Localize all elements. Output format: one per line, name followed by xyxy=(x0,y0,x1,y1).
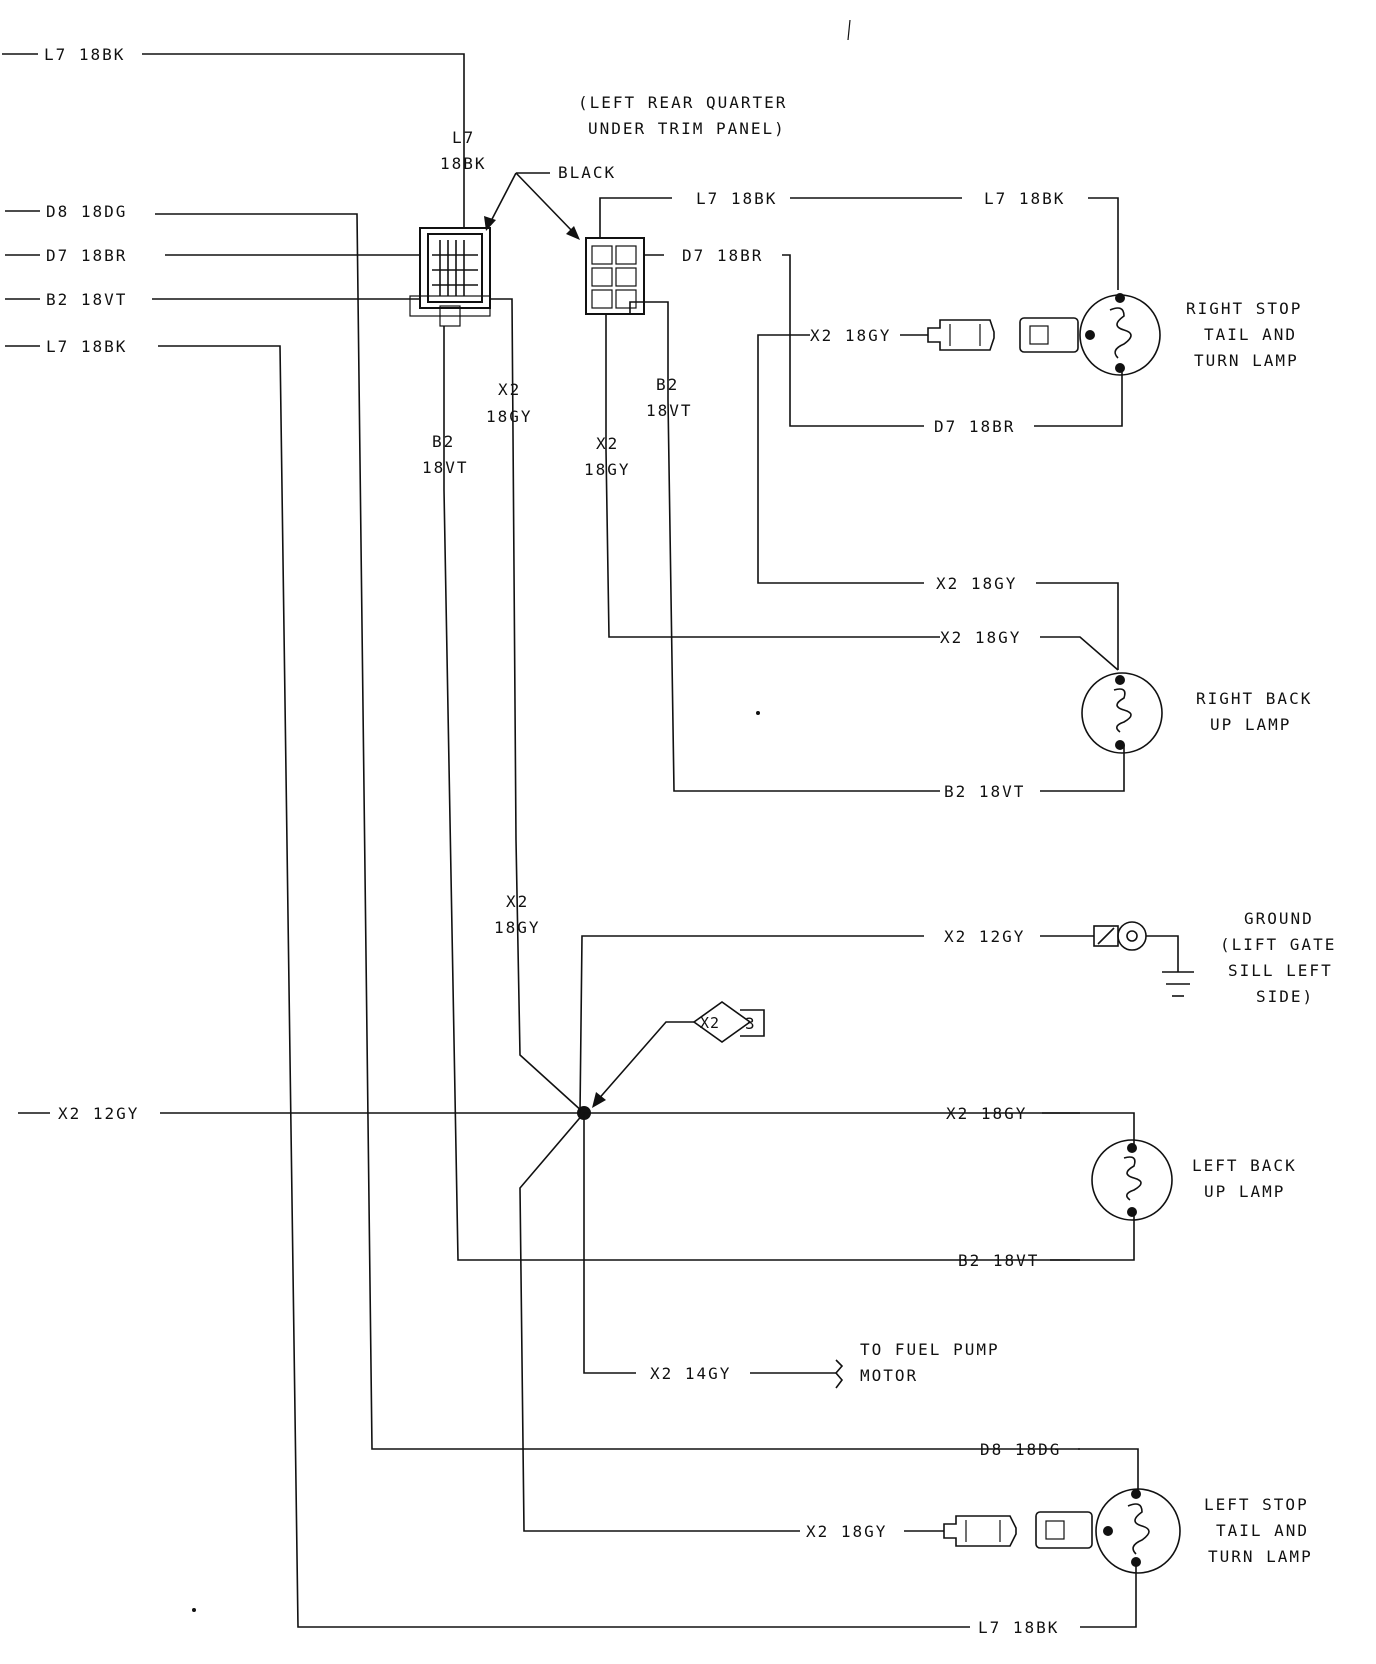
input-wire-x2-12gy: X2 12GY xyxy=(18,1104,584,1123)
right-backup-b2-wire-label: B2 18VT xyxy=(944,782,1025,801)
left-backup-lamp: X2 18GY B2 18VT LEFT BACK UP LAMP xyxy=(946,1104,1297,1270)
ground-label-line-2: (LIFT GATE xyxy=(1220,935,1336,954)
connector-b-l7-wire-label: L7 18BK xyxy=(696,189,777,208)
connector-b-b2-wire-label-1: B2 xyxy=(656,375,679,394)
right-stop-pigtail-connector xyxy=(927,319,995,351)
left-stop-lamp-label-line-3: TURN LAMP xyxy=(1208,1547,1313,1566)
splice-id-diamond xyxy=(692,1001,752,1043)
fuel-pump-label-line-2: MOTOR xyxy=(860,1366,918,1385)
ground-label-line-4: SIDE) xyxy=(1256,987,1314,1006)
right-stop-l7-wire-label: L7 18BK xyxy=(984,189,1065,208)
input-wire-d8: D8 18DG xyxy=(5,202,1080,1450)
connector-b-x2-wire-label-2: 18GY xyxy=(584,460,631,479)
connector-a-b2-wire-label-2: 18VT xyxy=(422,458,469,477)
left-stop-pigtail-connector xyxy=(943,1515,1017,1547)
right-backup-lamp-label-line-2: UP LAMP xyxy=(1210,715,1291,734)
location-note-line-1: (LEFT REAR QUARTER xyxy=(578,93,787,112)
splice-upper-wire-label-1: X2 xyxy=(506,892,529,911)
right-stop-lamp-label-line-2: TAIL AND xyxy=(1204,325,1297,344)
ground-label-line-3: SILL LEFT xyxy=(1228,961,1333,980)
left-backup-lamp-label-line-2: UP LAMP xyxy=(1204,1182,1285,1201)
wire-label-l7-18bk-top: L7 18BK xyxy=(44,45,125,64)
input-wire-d7: D7 18BR xyxy=(5,246,438,265)
left-stop-lamp-socket-tab xyxy=(1035,1511,1093,1549)
input-wire-l7-bottom: L7 18BK xyxy=(5,337,970,1628)
ground-wire-label: X2 12GY xyxy=(944,927,1025,946)
left-stop-x2-wire-label: X2 18GY xyxy=(806,1522,887,1541)
right-backup-lamp: X2 18GY X2 18GY B2 18VT RIGHT BACK UP LA… xyxy=(936,574,1312,801)
connector-a-b2-wire-label-1: B2 xyxy=(432,432,455,451)
connector-b: L7 18BK D7 18BR X2 18GY B2 18VT xyxy=(584,189,940,792)
connector-b-b2-wire-label-2: 18VT xyxy=(646,401,693,420)
right-stop-d7-wire-label: D7 18BR xyxy=(934,417,1015,436)
input-wire-l7-top: L7 18BK xyxy=(2,45,465,235)
wire-label-x2-12gy-left: X2 12GY xyxy=(58,1104,139,1123)
right-stop-lamp-label-line-1: RIGHT STOP xyxy=(1186,299,1302,318)
left-stop-lamp-label-line-1: LEFT STOP xyxy=(1204,1495,1309,1514)
fuel-pump-break-symbol xyxy=(834,1359,844,1389)
location-note-line-2: UNDER TRIM PANEL) xyxy=(588,119,786,138)
input-wire-b2: B2 18VT xyxy=(5,290,438,309)
left-backup-lamp-label-line-1: LEFT BACK xyxy=(1192,1156,1297,1175)
connector-b-d7-wire-label: D7 18BR xyxy=(682,246,763,265)
right-backup-lamp-label-line-1: RIGHT BACK xyxy=(1196,689,1312,708)
connector-color-callout: BLACK xyxy=(484,163,616,240)
left-stop-l7-wire-label: L7 18BK xyxy=(978,1618,1059,1637)
left-stop-tail-turn-lamp: D8 18DG X2 18GY L7 18BK LEFT STOP TAIL A… xyxy=(806,1440,1313,1637)
connector-a-top-wire-label-2: 18BK xyxy=(440,154,487,173)
ground-lift-gate-sill: X2 12GY GROUND (LIFT GATE SILL LEFT SIDE… xyxy=(944,909,1336,1006)
left-backup-b2-wire-label: B2 18VT xyxy=(958,1251,1039,1270)
connector-a-top-wire-label-1: L7 xyxy=(452,128,475,147)
right-backup-x2-wire-a-label: X2 18GY xyxy=(936,574,1017,593)
left-stop-lamp-label-line-2: TAIL AND xyxy=(1216,1521,1309,1540)
fuel-pump-label-line-1: TO FUEL PUMP xyxy=(860,1340,1000,1359)
left-stop-lamp-bulb xyxy=(1095,1488,1181,1574)
scan-specks xyxy=(192,19,851,1612)
ground-label-line-1: GROUND xyxy=(1244,909,1314,928)
right-stop-lamp-label-line-3: TURN LAMP xyxy=(1194,351,1299,370)
splice-number-label: 3 xyxy=(745,1014,757,1033)
connector-a: L7 18BK X2 18GY B2 18VT xyxy=(409,128,1080,1261)
connector-color-label: BLACK xyxy=(558,163,616,182)
right-stop-tail-turn-lamp: L7 18BK D7 18BR X2 18GY RIGHT STOP TAIL … xyxy=(757,189,1302,584)
connector-a-x2-wire-label-1: X2 xyxy=(498,380,521,399)
right-backup-lamp-bulb xyxy=(1081,672,1163,754)
right-backup-x2-wire-b-label: X2 18GY xyxy=(940,628,1021,647)
splice-x2: X2 18GY X2 3 xyxy=(494,892,1080,1532)
wire-label-d7-18br: D7 18BR xyxy=(46,246,127,265)
left-backup-lamp-bulb xyxy=(1091,1139,1173,1221)
wire-label-b2-18vt: B2 18VT xyxy=(46,290,127,309)
right-stop-x2-wire-label: X2 18GY xyxy=(810,326,891,345)
wire-label-l7-18bk-bottom: L7 18BK xyxy=(46,337,127,356)
left-backup-x2-wire-label: X2 18GY xyxy=(946,1104,1027,1123)
connector-a-x2-wire-label-2: 18GY xyxy=(486,407,533,426)
right-stop-lamp-socket-tab xyxy=(1019,317,1079,353)
left-stop-d8-wire-label: D8 18DG xyxy=(980,1440,1061,1459)
fuel-pump-lead: X2 14GY TO FUEL PUMP MOTOR xyxy=(650,1340,1000,1389)
connector-b-x2-wire-label-1: X2 xyxy=(596,434,619,453)
wire-label-d8-18dg: D8 18DG xyxy=(46,202,127,221)
fuel-pump-wire-label: X2 14GY xyxy=(650,1364,731,1383)
splice-id-label: X2 xyxy=(700,1014,720,1032)
splice-upper-wire-label-2: 18GY xyxy=(494,918,541,937)
